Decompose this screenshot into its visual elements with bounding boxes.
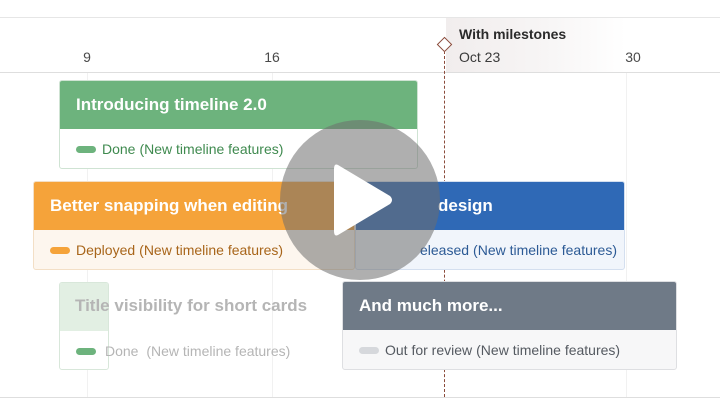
status-pill-icon	[359, 346, 379, 354]
tick-label-9: 9	[83, 49, 91, 65]
status-pill-icon	[50, 246, 70, 254]
project-label: (New timeline features)	[476, 342, 621, 358]
top-border	[0, 17, 720, 18]
project-label: (New timeline features)	[139, 242, 284, 258]
status-label: Deployed	[76, 242, 136, 258]
play-icon	[334, 164, 392, 236]
project-label: (New timeline features)	[473, 242, 617, 258]
card-status	[60, 331, 108, 369]
tick-label-30: 30	[625, 49, 641, 65]
status-label: Out for review	[385, 342, 473, 358]
tick-label-16: 16	[264, 49, 280, 65]
project-label: (New timeline features)	[139, 141, 284, 157]
status-label: Done	[102, 141, 136, 157]
card-title: And much more...	[343, 282, 676, 330]
card-title-bar	[60, 283, 108, 331]
bottom-border	[0, 397, 720, 398]
timeline-card-much-more[interactable]: And much more... Out for review (New tim…	[342, 281, 677, 370]
milestone-title[interactable]: With milestones	[459, 26, 567, 42]
timeline-card-introducing[interactable]: Introducing timeline 2.0 Done (New timel…	[59, 80, 418, 169]
header-divider	[0, 72, 720, 73]
status-pill-icon	[76, 347, 96, 355]
status-label: eleased	[420, 242, 470, 258]
play-button[interactable]	[280, 120, 440, 280]
milestone-date: Oct 23	[459, 49, 501, 65]
card-status: eleased (New timeline features)	[356, 230, 624, 269]
card-status-overflow: Done (New timeline features)	[105, 343, 290, 359]
card-status: Deployed (New timeline features)	[34, 230, 354, 269]
milestone-header-highlight	[446, 18, 626, 72]
card-title-overflow: Title visibility for short cards	[75, 296, 308, 315]
project-label: (New timeline features)	[146, 343, 291, 359]
card-status: Done (New timeline features)	[60, 129, 417, 168]
gridline	[626, 73, 627, 397]
card-status: Out for review (New timeline features)	[343, 330, 676, 369]
status-pill-icon	[76, 145, 96, 153]
timeline-card-title-visibility[interactable]	[59, 282, 109, 370]
status-label: Done	[105, 343, 139, 359]
